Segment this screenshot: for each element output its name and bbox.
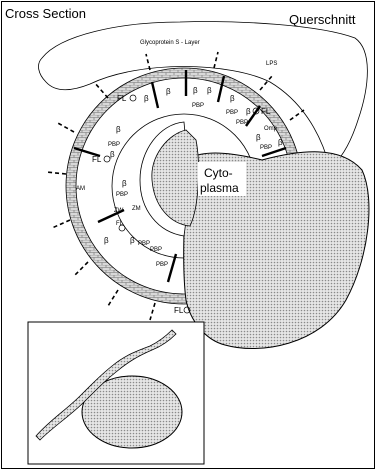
beta-label-5: β xyxy=(230,94,235,103)
am-label: AM xyxy=(76,186,85,192)
beta-label-11: β xyxy=(122,179,127,188)
fl-label-bottom: FL xyxy=(174,306,184,315)
beta-label-8: β xyxy=(278,138,283,147)
beta-label-10: β xyxy=(110,150,115,159)
beta-label-2: β xyxy=(166,87,171,96)
beta-label-1: β xyxy=(144,94,149,103)
beta-label-9: β xyxy=(116,125,121,134)
pbp-label-2: PBP xyxy=(226,110,238,116)
s-layer-label: Glycoprotein S - Layer xyxy=(140,40,200,46)
beta-label-6: β xyxy=(246,107,251,116)
pbp-label-8: PBP xyxy=(150,247,162,253)
pbp-label-1: PBP xyxy=(192,103,204,109)
fl-label-top: FL xyxy=(117,94,127,103)
beta-label-3: β xyxy=(193,86,198,95)
beta-label-7: β xyxy=(256,133,261,142)
title-right: Querschnitt xyxy=(289,12,356,27)
inset-panel xyxy=(28,322,204,464)
beta-label-13: β xyxy=(130,236,135,245)
omp-label: Omp xyxy=(264,126,278,132)
pbp-label-5: PBP xyxy=(108,142,120,148)
pbp-label-3: PBP xyxy=(236,120,248,126)
beta-label-4: β xyxy=(207,86,212,95)
fl-label-left: FL xyxy=(92,155,102,164)
cytoplasm-label-line2: plasma xyxy=(200,181,239,195)
pbp-label-9: PBP xyxy=(156,262,168,268)
beta-label-12: β xyxy=(104,236,109,245)
pbp-label-7: PBP xyxy=(138,241,150,247)
pbp-label-6: PBP xyxy=(116,192,128,198)
cytoplasm-label-line1: Cyto- xyxy=(204,166,233,180)
fl-label-right: FL xyxy=(261,107,271,116)
zw-label: ZW xyxy=(114,208,124,214)
lps-label: LPS xyxy=(266,61,277,67)
title-left: Cross Section xyxy=(5,6,86,21)
pbp-label-4: PBP xyxy=(260,145,272,151)
zm-label: ZM xyxy=(132,206,141,212)
